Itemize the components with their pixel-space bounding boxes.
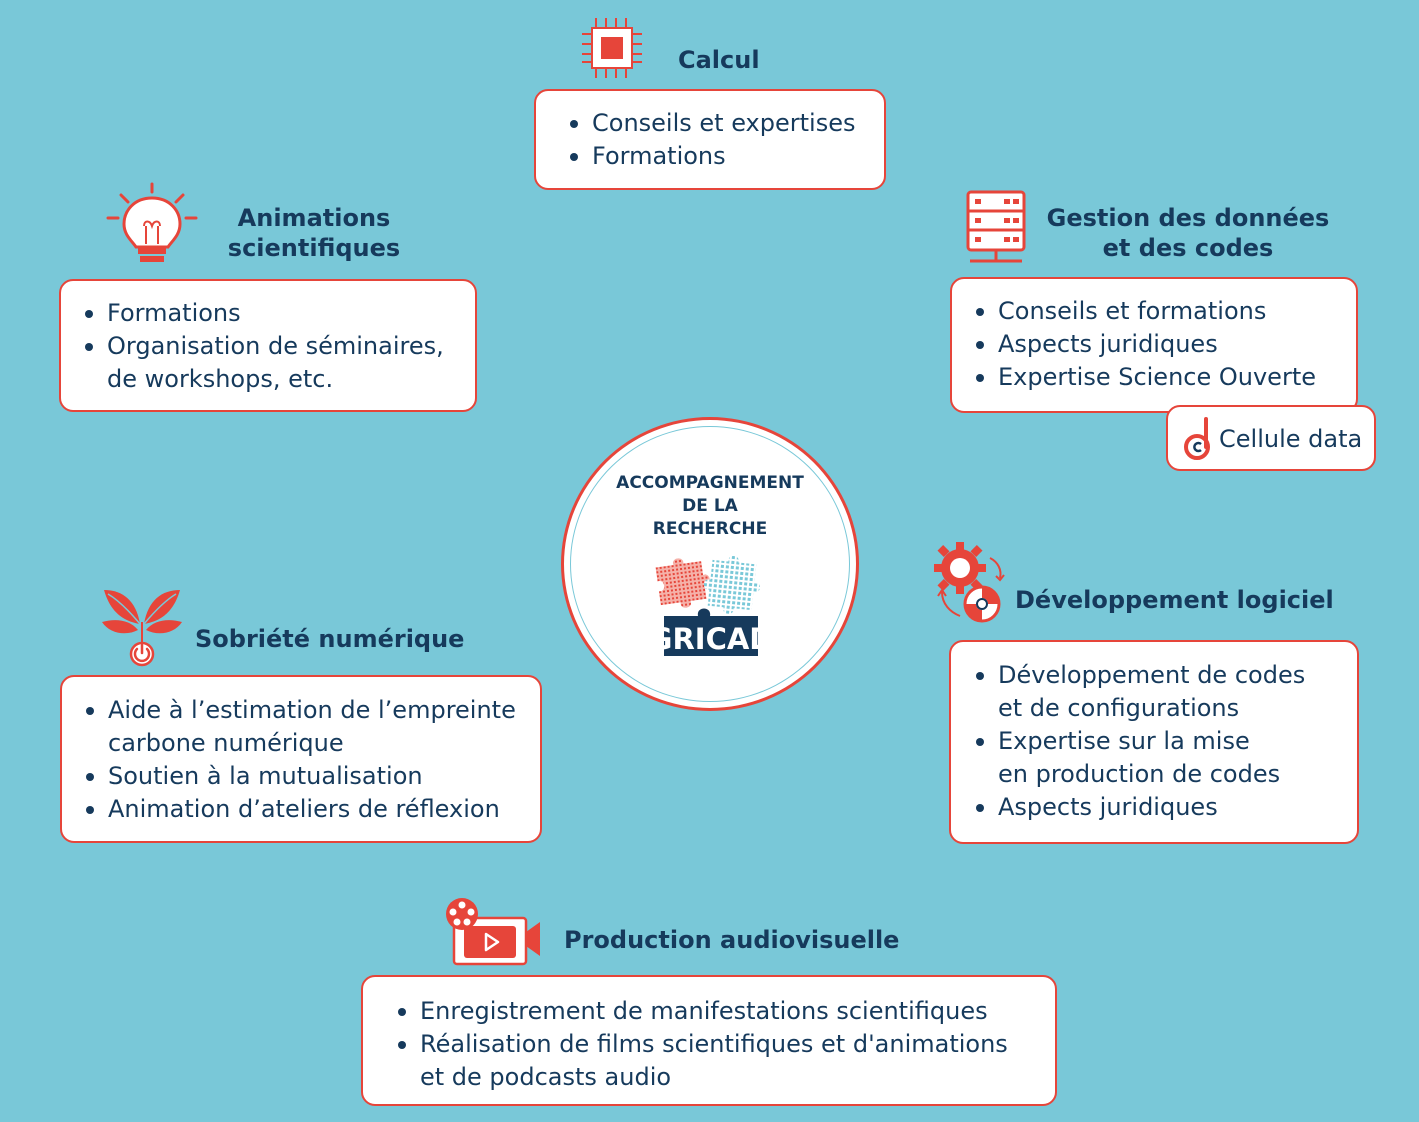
list-item: Animation d’ateliers de réflexion xyxy=(81,793,540,826)
production-title: Production audiovisuelle xyxy=(564,926,900,954)
list-item-line: et de podcasts audio xyxy=(420,1063,672,1091)
developpement-box: Développement de codes et de configuratio… xyxy=(949,640,1359,844)
developpement-title: Développement logiciel xyxy=(1015,586,1334,614)
leaves-power-icon xyxy=(100,586,184,672)
server-icon xyxy=(966,190,1028,270)
animations-title: Animations scientifiques xyxy=(224,203,404,263)
sobriete-box: Aide à l’estimation de l’empreinte carbon… xyxy=(60,675,542,843)
list-item-line: Réalisation de films scientifiques et d'… xyxy=(420,1030,1008,1058)
list-item: Conseils et formations xyxy=(971,295,1356,328)
list-item: Formations xyxy=(565,140,884,173)
gricad-logo-text: GRICAD xyxy=(654,622,766,656)
list-item: Réalisation de films scientifiques et d'… xyxy=(393,1028,1055,1094)
center-inner-ring xyxy=(570,426,850,702)
production-box: Enregistrement de manifestations scienti… xyxy=(361,975,1057,1106)
list-item-line: Développement de codes xyxy=(998,661,1306,689)
gestion-title-line-2: et des codes xyxy=(1102,234,1274,262)
list-item: Aide à l’estimation de l’empreinte carbon… xyxy=(81,694,540,760)
list-item-line: Soutien à la mutualisation xyxy=(108,762,423,790)
list-item-line: Aspects juridiques xyxy=(998,793,1218,821)
list-item-line: de workshops, etc. xyxy=(107,365,334,393)
center-title-line-3: RECHERCHE xyxy=(652,519,768,539)
sobriete-title: Sobriété numérique xyxy=(195,625,465,653)
animations-title-line-2: scientifiques xyxy=(227,234,401,262)
calcul-title: Calcul xyxy=(678,46,760,74)
list-item: Organisation de séminaires, de workshops,… xyxy=(80,330,475,396)
list-item-line: Formations xyxy=(592,142,726,170)
gricad-logo: GRICAD xyxy=(649,556,773,668)
list-item: Conseils et expertises xyxy=(565,107,884,140)
video-camera-icon xyxy=(444,896,544,972)
cpu-chip-icon xyxy=(580,16,646,86)
center-title-line-2: DE LA xyxy=(682,496,738,516)
list-item-line: Expertise sur la mise xyxy=(998,727,1250,755)
list-item-line: Aide à l’estimation de l’empreinte xyxy=(108,696,516,724)
gestion-title: Gestion des données et des codes xyxy=(1040,203,1336,263)
list-item-line: Enregistrement de manifestations scienti… xyxy=(420,997,988,1025)
list-item-line: Formations xyxy=(107,299,241,327)
list-item-line: en production de codes xyxy=(998,760,1281,788)
animations-title-line-1: Animations xyxy=(237,204,391,232)
center-title-line-1: ACCOMPAGNEMENT xyxy=(616,473,804,493)
list-item-line: Expertise Science Ouverte xyxy=(998,363,1316,391)
list-item: Expertise sur la mise en production de co… xyxy=(971,725,1357,791)
list-item-line: Aspects juridiques xyxy=(998,330,1218,358)
cellule-data-box: Cellule data xyxy=(1166,405,1376,471)
list-item: Enregistrement de manifestations scienti… xyxy=(393,995,1055,1028)
list-item-line: Animation d’ateliers de réflexion xyxy=(108,795,500,823)
list-item: Développement de codes et de configuratio… xyxy=(971,659,1357,725)
cellule-data-logo-icon xyxy=(1182,417,1214,469)
center-title: ACCOMPAGNEMENT DE LA RECHERCHE xyxy=(564,472,856,541)
lightbulb-icon xyxy=(104,180,200,274)
list-item: Aspects juridiques xyxy=(971,791,1357,824)
center-circle: ACCOMPAGNEMENT DE LA RECHERCHE GRICAD xyxy=(561,417,859,711)
list-item: Aspects juridiques xyxy=(971,328,1356,361)
list-item: Formations xyxy=(80,297,475,330)
list-item-line: Conseils et expertises xyxy=(592,109,856,137)
list-item: Expertise Science Ouverte xyxy=(971,361,1356,394)
list-item-line: Organisation de séminaires, xyxy=(107,332,444,360)
gestion-title-line-1: Gestion des données xyxy=(1046,204,1330,232)
list-item-line: carbone numérique xyxy=(108,729,344,757)
list-item: Soutien à la mutualisation xyxy=(81,760,540,793)
cellule-data-label: Cellule data xyxy=(1219,425,1363,453)
list-item-line: Conseils et formations xyxy=(998,297,1267,325)
gear-disc-icon xyxy=(930,540,1008,630)
list-item-line: et de configurations xyxy=(998,694,1240,722)
